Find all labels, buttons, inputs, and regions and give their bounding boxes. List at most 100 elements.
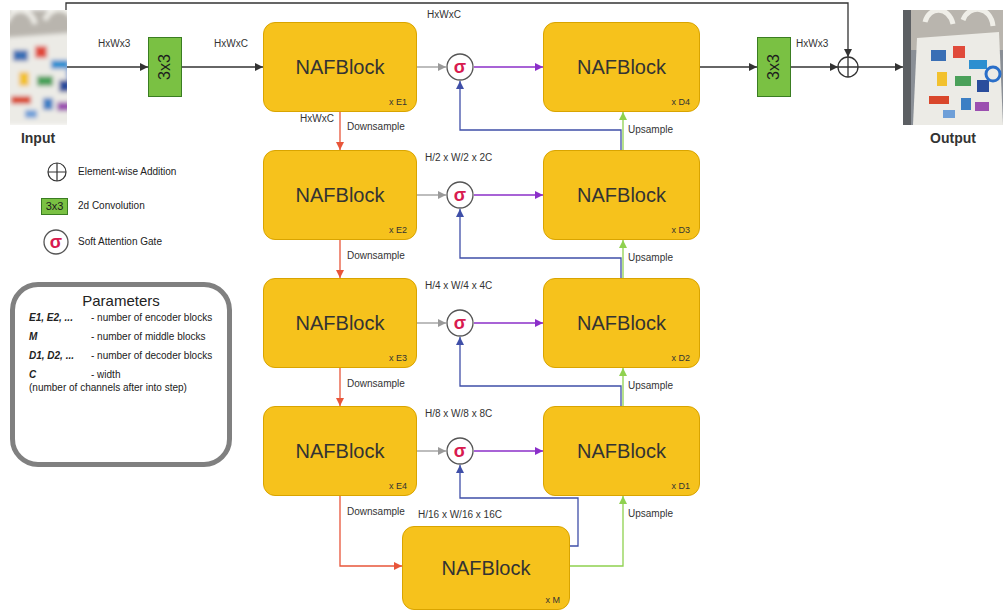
step-label: Downsample [347,121,405,133]
gate-outline [447,54,473,80]
nafblock-box: NAFBlock x E1 [263,22,417,112]
attention-gate: σ [446,53,474,81]
legend-text: Element-wise Addition [78,166,176,178]
parameter-text: E1, E2, ... [29,311,73,324]
dimension-label: H/4 x W/4 x 4C [425,280,492,292]
dimension-label: HxWxC [300,113,334,125]
addition-symbol [838,57,858,77]
block-count: x E2 [389,225,407,235]
green-connector [622,112,623,150]
nafblock-box: NAFBlock x E3 [263,278,417,368]
block-name: NAFBlock [577,312,666,335]
dimension-label: H/8 x W/8 x 8C [425,408,492,420]
dimension-label: HxWxC [214,38,248,50]
red-connector [339,368,340,406]
gray-connector [417,322,446,323]
legend-addition-symbol [48,163,66,181]
block-name: NAFBlock [296,312,385,335]
output-arrow [858,66,903,67]
parameter-text: (number of channels after into step) [29,381,187,394]
gate-symbol: σ [454,57,466,77]
gate-symbol: σ [454,313,466,333]
input-arrow [67,66,148,67]
nafblock-box: NAFBlock x D4 [543,22,700,112]
gate-outline [447,310,473,336]
gray-connector [417,450,446,451]
block-count: x E4 [389,481,407,491]
block-name: NAFBlock [577,440,666,463]
panel-title: Parameters [15,292,227,310]
dimension-label: H/2 x W/2 x 2C [425,152,492,164]
nafblock-box: NAFBlock x E4 [263,406,417,496]
legend-text: Soft Attention Gate [78,236,162,248]
io-label: Input [0,130,76,147]
conv-box: 3x3 [757,37,791,97]
gate-symbol: σ [454,185,466,205]
purple-connector [474,194,543,195]
block-count: x D3 [671,225,690,235]
block-name: NAFBlock [296,184,385,207]
green-connector [622,240,623,278]
gray-connector [417,66,446,67]
conv-to-add-arrow [787,66,838,67]
gate-outline [447,182,473,208]
legend-sample-text: σ [44,230,68,254]
gate-outline [447,438,473,464]
dimension-label: HxWx3 [796,38,828,50]
block-count: x D2 [671,353,690,363]
attention-gate: σ [446,181,474,209]
attention-gate: σ [446,437,474,465]
nafblock-box: NAFBlock x D3 [543,150,700,240]
gray-connector [417,194,446,195]
legend-text: 2d Convolution [78,200,145,212]
step-label: Upsample [628,508,673,520]
connectors [182,67,757,566]
nafblock-box: NAFBlock x D2 [543,278,700,368]
block-count: x E1 [389,97,407,107]
parameter-text: C [29,368,36,381]
step-label: Downsample [347,378,405,390]
dimension-label: H/16 x W/16 x 16C [418,509,502,521]
nafblock-box: NAFBlock x D1 [543,406,700,496]
parameter-text: - width [91,368,120,381]
nafblock-box: NAFBlock x E2 [263,150,417,240]
step-label: Downsample [347,506,405,518]
dimension-label: HxWxC [427,9,461,21]
purple-connector [474,66,543,67]
legend-gate-symbol [44,230,68,254]
block-count: x E3 [389,353,407,363]
attention-gate: σ [446,309,474,337]
io-label: Output [903,130,1003,147]
skip-connection [66,3,848,57]
block-count: x D1 [671,481,690,491]
step-label: Upsample [628,124,673,136]
legend-sample-text: 3x3 [41,199,68,214]
conv-box: 3x3 [148,37,182,97]
output-photo [903,9,1003,125]
black-connector [182,66,263,67]
block-name: NAFBlock [577,56,666,79]
block-name: NAFBlock [442,557,531,580]
parameter-text: - number of encoder blocks [91,311,212,324]
parameter-text: - number of middle blocks [91,330,206,343]
block-count: x M [546,595,561,605]
parameter-text: - number of decoder blocks [91,349,212,362]
parameter-text: M [29,330,37,343]
dimension-label: HxWx3 [98,38,130,50]
block-name: NAFBlock [577,184,666,207]
kernel-size: 3x3 [156,54,174,80]
kernel-size: 3x3 [765,54,783,80]
step-label: Upsample [628,380,673,392]
black-connector [700,66,757,67]
block-name: NAFBlock [296,56,385,79]
block-name: NAFBlock [296,440,385,463]
red-connector [339,112,340,150]
gate-symbol: σ [454,441,466,461]
block-count: x D4 [671,97,690,107]
nafblock-box: NAFBlock x M [402,526,570,610]
purple-connector [474,322,543,323]
parameters-panel: ParametersE1, E2, ... - number of encoder… [10,282,232,467]
step-label: Upsample [628,252,673,264]
parameter-text: D1, D2, ... [29,349,74,362]
